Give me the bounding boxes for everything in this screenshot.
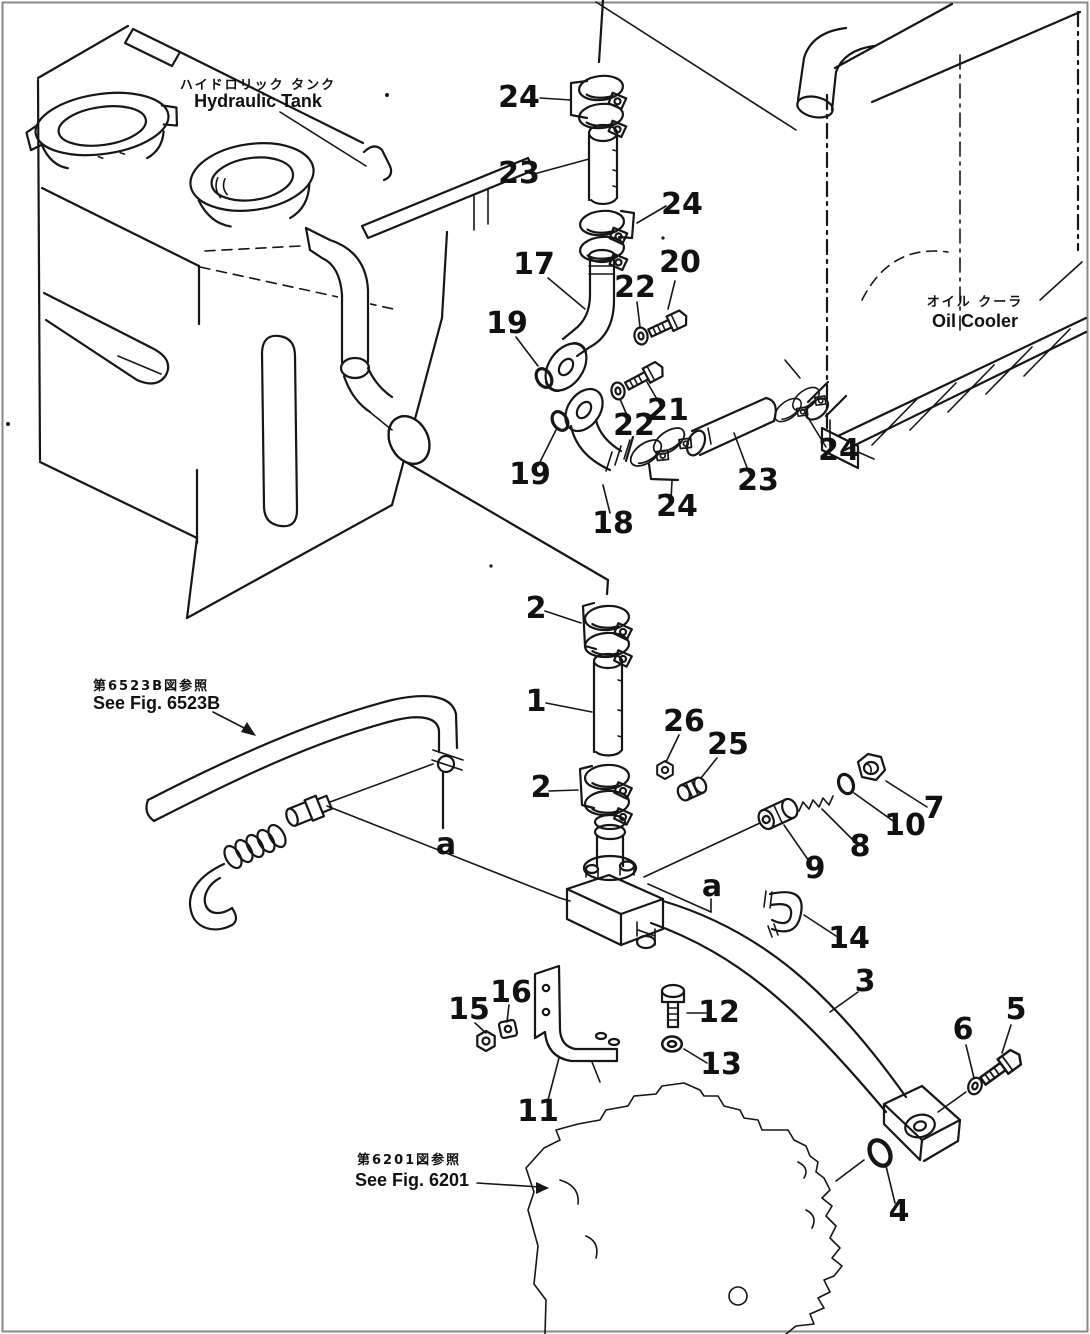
callout-16: 16 — [490, 975, 532, 1010]
callout-20: 20 — [659, 245, 701, 280]
hose-6523b — [145, 694, 571, 931]
diagram-text: ハイドロリック タンク Hydraulic Tank オイル クーラ Oil C… — [93, 78, 1026, 1229]
callout-23-lower: 23 — [737, 463, 779, 498]
ref-6523b-label-en: See Fig. 6523B — [93, 693, 220, 713]
bracket-group — [476, 964, 686, 1083]
callout-14: 14 — [828, 921, 870, 956]
callout-1: 1 — [526, 684, 547, 719]
callout-25: 25 — [707, 727, 749, 762]
callout-8: 8 — [850, 829, 871, 864]
callout-21: 21 — [647, 393, 689, 428]
callout-23-top: 23 — [498, 156, 540, 191]
callout-18: 18 — [592, 506, 634, 541]
callout-a-left: a — [436, 827, 456, 862]
callout-2-lower: 2 — [531, 770, 552, 805]
callout-19-upper: 19 — [486, 306, 528, 341]
callout-12: 12 — [698, 995, 740, 1030]
oil-cooler — [595, 1, 1088, 470]
leader-lines — [212, 97, 1012, 1204]
callout-24-upper-right: 24 — [661, 187, 703, 222]
callout-17: 17 — [513, 247, 555, 282]
callout-10: 10 — [884, 808, 926, 843]
oil-cooler-label-en: Oil Cooler — [932, 311, 1018, 331]
ref-6201-label-en: See Fig. 6201 — [355, 1170, 469, 1190]
oil-cooler-label-jp: オイル クーラ — [927, 295, 1024, 310]
callout-a-right: a — [702, 869, 722, 904]
callout-24-right: 24 — [818, 433, 860, 468]
ref-6201-label-jp: 第6201図参照 — [357, 1152, 461, 1168]
hydraulic-tank — [25, 24, 610, 620]
callout-24-top: 24 — [498, 80, 540, 115]
callout-22-lower: 22 — [613, 408, 655, 443]
manifold-group — [565, 752, 1026, 1182]
callout-15: 15 — [448, 992, 490, 1027]
callout-5: 5 — [1006, 992, 1027, 1027]
upper-hose-group — [531, 0, 830, 482]
callout-4: 4 — [889, 1194, 910, 1229]
callout-24-mid: 24 — [656, 489, 698, 524]
return-hose-group — [578, 601, 638, 882]
print-dots — [6, 93, 665, 568]
arrowhead-6523b — [241, 722, 256, 736]
callout-7: 7 — [924, 791, 945, 826]
callout-11: 11 — [517, 1094, 559, 1129]
callout-26: 26 — [663, 704, 705, 739]
ref-6523b-label-jp: 第6523B図参照 — [93, 678, 209, 694]
callout-13: 13 — [700, 1047, 742, 1082]
callout-6: 6 — [953, 1012, 974, 1047]
callout-3: 3 — [855, 964, 876, 999]
control-valve-6201 — [525, 1082, 843, 1334]
hydraulic-tank-label-en: Hydraulic Tank — [194, 91, 323, 111]
callout-2-upper: 2 — [526, 591, 547, 626]
hydraulic-tank-label-jp: ハイドロリック タンク — [180, 78, 336, 93]
callout-19-lower: 19 — [509, 457, 551, 492]
callout-22-upper: 22 — [614, 270, 656, 305]
callout-9: 9 — [805, 851, 826, 886]
arrowhead-6201 — [536, 1182, 549, 1194]
